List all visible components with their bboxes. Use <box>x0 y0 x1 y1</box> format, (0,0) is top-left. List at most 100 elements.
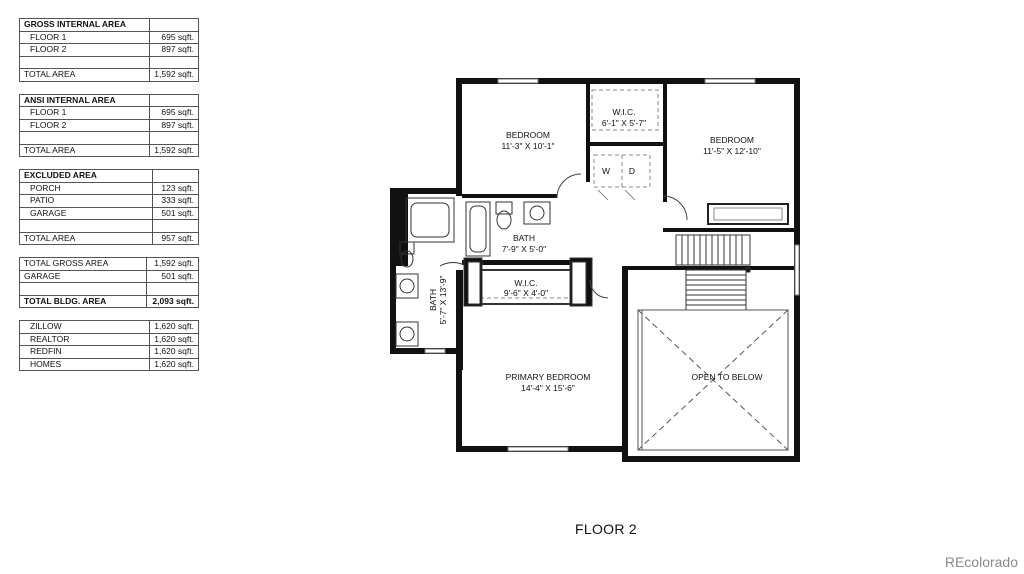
room-open-to-below: OPEN TO BELOW <box>691 372 762 382</box>
area-row-value: 1,592 sqft. <box>149 68 199 82</box>
area-row-label: FLOOR 2 <box>18 118 151 132</box>
room-bedroom-right-dims: 11'-5" X 12'-10" <box>703 146 761 156</box>
area-row-label: ZILLOW <box>18 320 151 334</box>
area-row-value <box>149 55 199 69</box>
area-row-value: 897 sqft. <box>149 43 199 57</box>
bath-fixtures <box>395 197 551 347</box>
room-bath-primary-name: BATH <box>428 289 438 311</box>
area-row-label <box>19 219 153 233</box>
room-bath-primary-dims: 5'-7" X 13'-9" <box>438 276 448 325</box>
area-row-label: FLOOR 2 <box>18 43 151 57</box>
area-row-label: REDFIN <box>18 345 151 359</box>
area-row-label: FLOOR 1 <box>18 30 151 44</box>
room-bedroom-left-name: BEDROOM <box>506 130 550 140</box>
area-row-label <box>18 131 151 145</box>
room-bedroom-right-name: BEDROOM <box>710 135 754 145</box>
room-primary-bedroom-dims: 14'-4" X 15'-6" <box>521 383 575 393</box>
area-row-value: 501 sqft. <box>152 206 199 220</box>
room-wic-top-dims: 6'-1" X 5'-7" <box>602 118 646 128</box>
area-row-value: 1,620 sqft. <box>149 345 199 359</box>
area-table-row: ANSI INTERNAL AREA <box>18 93 199 107</box>
area-row-value: 1,592 sqft. <box>146 257 199 271</box>
room-laundry-d: D <box>629 166 635 176</box>
area-row-label: GARAGE <box>19 206 153 220</box>
area-row-label: PORCH <box>19 181 153 195</box>
door-swings <box>556 173 688 299</box>
room-primary-bedroom-name: PRIMARY BEDROOM <box>506 372 591 382</box>
room-laundry-w: W <box>602 166 610 176</box>
area-row-value <box>152 219 199 233</box>
wic-top-shelf <box>591 89 659 131</box>
room-wic-primary-name: W.I.C. <box>514 278 537 288</box>
area-table-row: GROSS INTERNAL AREA <box>18 18 199 32</box>
area-row-value: 897 sqft. <box>149 118 199 132</box>
area-row-value: 957 sqft. <box>152 231 199 245</box>
area-row-label <box>18 55 151 69</box>
area-row-label: TOTAL GROSS AREA <box>19 257 147 271</box>
area-row-label: GARAGE <box>19 269 147 283</box>
area-row-label: TOTAL AREA <box>18 143 151 157</box>
area-row-value: 1,620 sqft. <box>149 332 199 346</box>
bedroom-closet <box>707 203 789 225</box>
area-row-value: 695 sqft. <box>149 106 199 120</box>
area-row-label: EXCLUDED AREA <box>19 169 153 183</box>
area-row-label: TOTAL BLDG. AREA <box>19 294 147 308</box>
area-row-value: 695 sqft. <box>149 30 199 44</box>
area-table-row <box>19 282 199 296</box>
room-bath-center-name: BATH <box>513 233 535 243</box>
area-table-row: EXCLUDED AREA <box>19 169 199 183</box>
area-row-value <box>149 93 199 107</box>
floor-plan: BEDROOM 11'-3" X 10'-1" W.I.C. 6'-1" X 5… <box>390 78 800 462</box>
area-row-label: TOTAL AREA <box>18 68 151 82</box>
area-row-value <box>149 131 199 145</box>
area-row-value: 2,093 sqft. <box>146 294 199 308</box>
room-bath-center-dims: 7'-9" X 5'-0" <box>502 244 546 254</box>
area-row-label: REALTOR <box>18 332 151 346</box>
area-row-label: FLOOR 1 <box>18 106 151 120</box>
area-row-value: 501 sqft. <box>146 269 199 283</box>
area-row-value: 333 sqft. <box>152 194 199 208</box>
stairs <box>675 234 751 311</box>
area-row-label: TOTAL AREA <box>19 231 153 245</box>
area-row-label: GROSS INTERNAL AREA <box>18 18 151 32</box>
floor-label: FLOOR 2 <box>575 521 638 537</box>
area-row-value <box>149 18 199 32</box>
area-table-row <box>18 55 199 69</box>
area-table-row <box>19 219 199 233</box>
windows <box>424 78 800 452</box>
room-wic-primary-dims: 9'-6" X 4'-0" <box>504 288 548 298</box>
watermark: REcolorado <box>944 554 1018 570</box>
area-row-value <box>146 282 199 296</box>
laundry <box>593 154 651 201</box>
area-row-label: ANSI INTERNAL AREA <box>18 93 151 107</box>
area-row-value: 123 sqft. <box>152 181 199 195</box>
room-wic-top-name: W.I.C. <box>612 107 635 117</box>
room-bedroom-left-dims: 11'-3" X 10'-1" <box>501 141 554 151</box>
area-row-value: 1,620 sqft. <box>149 320 199 334</box>
area-row-label: HOMES <box>18 357 151 371</box>
interior-walls <box>458 78 794 370</box>
area-row-label <box>19 282 147 296</box>
primary-wic <box>463 257 593 307</box>
